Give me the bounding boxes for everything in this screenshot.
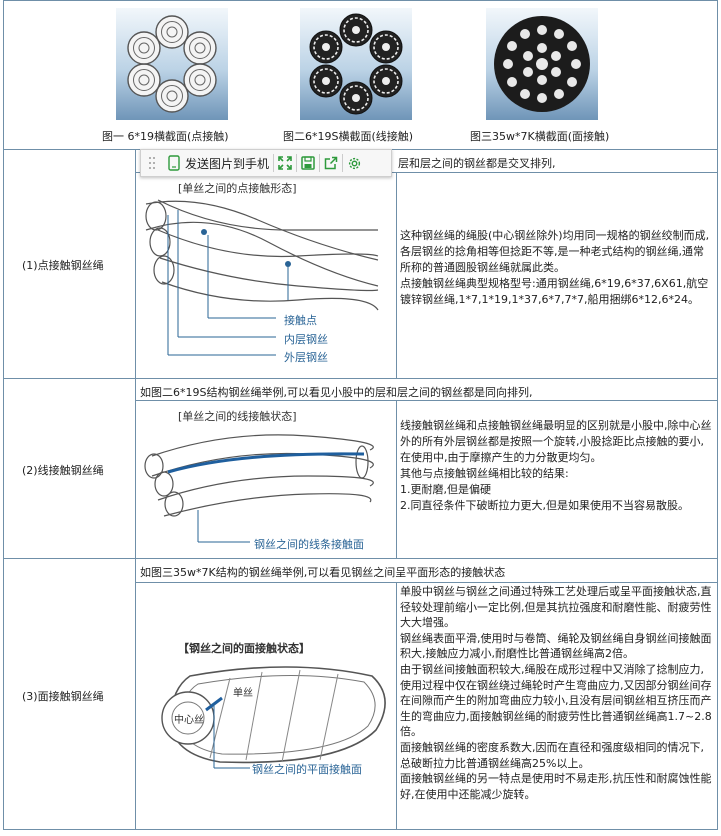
save-icon[interactable] — [297, 150, 319, 176]
row-1-label: (1)点接触钢丝绳 — [22, 259, 104, 272]
table-rule — [135, 582, 718, 583]
row-1-paragraph: 这种钢丝绳的绳股(中心钢丝除外)均用同一规格的钢丝绞制而成,各层钢丝的捻角相等但… — [400, 229, 710, 274]
table-rule — [135, 400, 718, 401]
table-rule — [3, 558, 718, 559]
row-2-label: (2)线接触钢丝绳 — [22, 464, 104, 477]
cross-section-image-2 — [300, 8, 412, 120]
row-3-paragraph: 面接触钢丝绳的另一特点是使用时不易走形,抗压性和耐腐蚀性能好,在使用中还能减少旋… — [400, 772, 712, 801]
line-contact-diagram — [144, 434, 374, 543]
share-icon[interactable] — [320, 150, 342, 176]
row-3-paragraph: 由于钢丝间接触面积较大,绳股在成形过程中又消除了捻制应力,使用过程中仅在钢丝绕过… — [400, 662, 712, 739]
image-toolbar: 发送图片到手机 — [140, 149, 392, 177]
row-2-diagram-title: [单丝之间的线接触状态] — [178, 410, 297, 423]
cross-section-image-3 — [486, 8, 598, 120]
figure-caption-2: 图二6*19S横截面(线接触) — [283, 130, 414, 143]
row-2-description: 线接触钢丝绳和点接触钢丝绳最明显的区别就是小股中,除中心丝外的所有外层钢丝都是按… — [400, 418, 714, 514]
table-border-bottom — [3, 829, 718, 830]
row-2-paragraph: 2.同直径条件下破断拉力更大,但是如果使用不当容易散股。 — [400, 499, 689, 512]
table-rule — [135, 172, 718, 173]
table-rule — [3, 378, 718, 379]
toolbar-divider — [319, 154, 321, 172]
expand-icon[interactable] — [274, 150, 296, 176]
row-3-label: (3)面接触钢丝绳 — [22, 690, 104, 703]
row-3-description: 单股中钢丝与钢丝之间通过特殊工艺处理后或呈平面接触状态,直径较处理前缩小一定比例… — [400, 584, 714, 802]
row-3-paragraph: 面接触钢丝绳的密度系数大,因而在直径和强度级相同的情况下,总破断拉力比普通钢丝绳… — [400, 740, 704, 770]
settings-gear-icon[interactable] — [343, 150, 365, 176]
surface-contact-diagram — [161, 666, 386, 769]
row-1-header: 层和层之间的钢丝都是交叉排列, — [398, 157, 556, 170]
row-3-inner-label-wire: 单丝 — [233, 688, 253, 699]
row-1-diagram-title: [单丝之间的点接触形态] — [178, 182, 297, 195]
table-col-divider — [135, 149, 136, 830]
row-3-callout-1: 钢丝之间的平面接触面 — [252, 763, 362, 776]
figure-caption-1: 图一 6*19横截面(点接触) — [102, 130, 229, 143]
toolbar-divider — [342, 154, 344, 172]
row-1-description: 这种钢丝绳的绳股(中心钢丝除外)均用同一规格的钢丝绞制而成,各层钢丝的捻角相等但… — [400, 228, 714, 308]
rope-cross-section-6x19 — [127, 15, 217, 113]
row-2-header: 如图二6*19S结构钢丝绳举例,可以看见小股中的层和层之间的钢丝都是同向排列, — [140, 386, 533, 399]
rope-cross-section-6x19s — [309, 13, 403, 115]
row-1-paragraph: 点接触钢丝绳典型规格型号:通用钢丝绳,6*19,6*37,6X61,航空镀锌钢丝… — [400, 277, 709, 306]
figure-caption-3: 图三35w*7K横截面(面接触) — [470, 130, 610, 143]
row-2-paragraph: 其他与点接触钢丝绳相比较的结果: — [400, 467, 569, 480]
row-1-callout-1: 接触点 — [284, 314, 317, 327]
row-2-callout-1: 钢丝之间的线条接触面 — [254, 538, 364, 551]
row-1-callout-2: 内层钢丝 — [284, 333, 328, 346]
cross-section-image-1 — [116, 8, 228, 120]
toolbar-divider — [273, 154, 275, 172]
table-col-divider — [396, 582, 397, 830]
row-1-callout-3: 外层钢丝 — [284, 351, 328, 364]
row-2-paragraph: 1.更耐磨,但是偏硬 — [400, 483, 491, 496]
row-3-header: 如图三35w*7K结构的钢丝绳举例,可以看见钢丝之间呈平面形态的接触状态 — [140, 566, 506, 579]
table-col-divider — [396, 172, 397, 378]
row-3-inner-label-core: 中心丝 — [174, 715, 204, 726]
toolbar-divider — [296, 154, 298, 172]
phone-icon — [168, 155, 180, 171]
table-border-left — [3, 0, 4, 830]
point-contact-diagram — [145, 199, 379, 356]
rope-cross-section-35wx7k — [494, 16, 590, 112]
table-col-divider — [396, 400, 397, 558]
row-2-paragraph: 线接触钢丝绳和点接触钢丝绳最明显的区别就是小股中,除中心丝外的所有外层钢丝都是按… — [400, 419, 712, 464]
send-to-phone-button[interactable]: 发送图片到手机 — [163, 150, 273, 176]
table-border-right — [717, 0, 718, 830]
row-3-paragraph: 单股中钢丝与钢丝之间通过特殊工艺处理后或呈平面接触状态,直径较处理前缩小一定比例… — [400, 585, 712, 630]
table-border-top — [3, 0, 718, 1]
row-3-paragraph: 钢丝绳表面平滑,使用时与卷筒、绳轮及钢丝绳自身钢丝间接触面积大,接触应力减小,耐… — [400, 631, 712, 661]
grip-icon[interactable] — [141, 150, 163, 176]
row-3-diagram-title: 【钢丝之间的面接触状态】 — [178, 642, 310, 655]
send-to-phone-label: 发送图片到手机 — [185, 156, 270, 171]
